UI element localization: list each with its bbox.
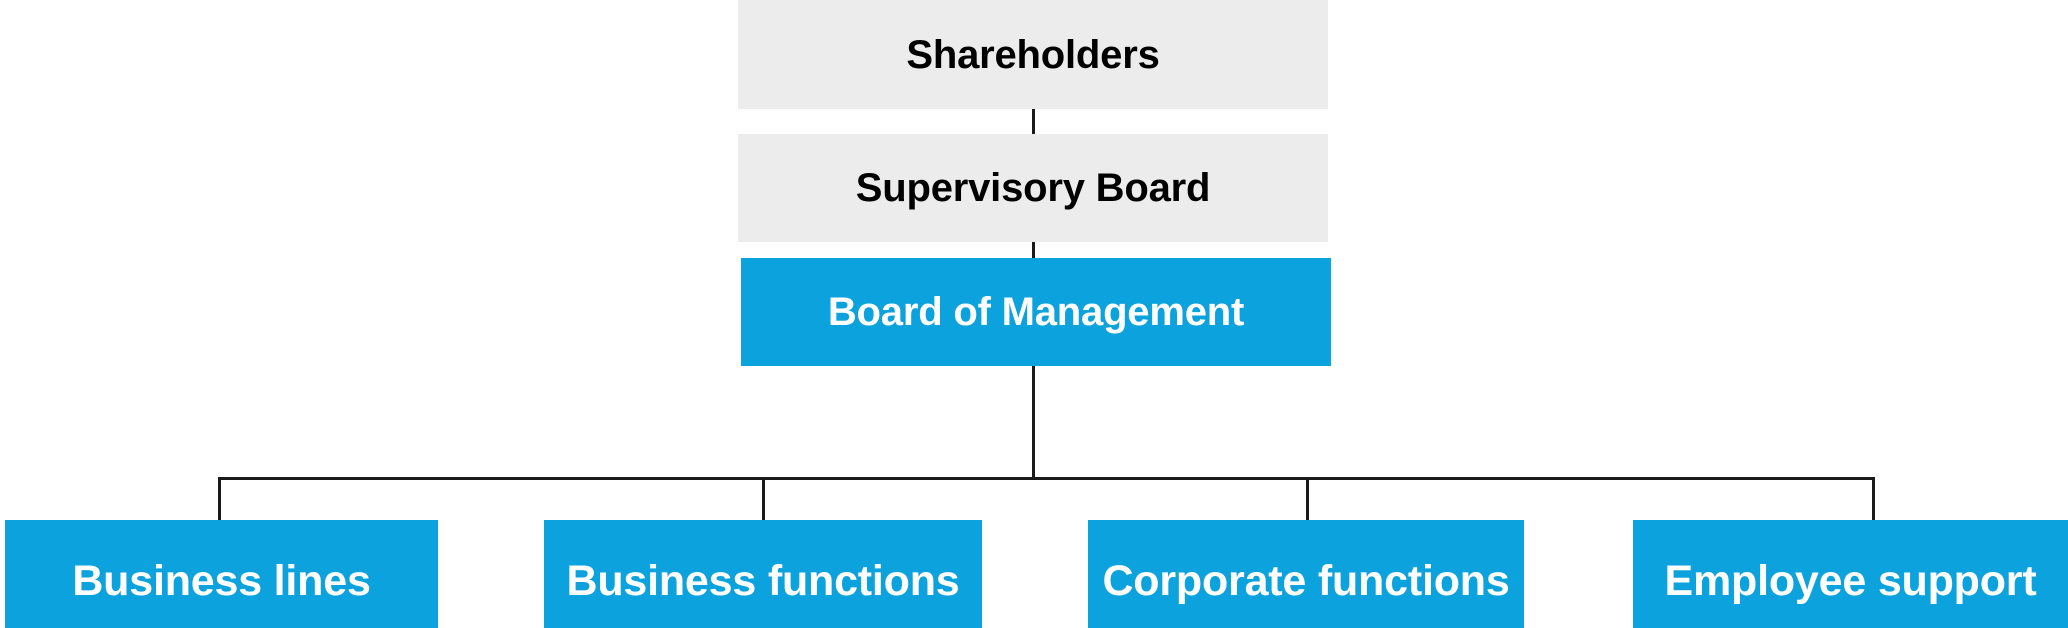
org-node-label-business-functions: Business functions: [566, 556, 960, 605]
connector-shareholders-to-supervisory-board: [1032, 109, 1035, 134]
connector-drop-business-lines: [218, 477, 221, 521]
connector-supervisory-board-to-board-of-management: [1032, 242, 1035, 258]
connector-drop-employee-support: [1872, 477, 1875, 521]
org-node-employee-support[interactable]: Employee support: [1633, 520, 2068, 628]
org-node-label-board-of-management: Board of Management: [827, 290, 1245, 334]
org-node-label-corporate-functions: Corporate functions: [1102, 556, 1510, 605]
org-node-label-shareholders: Shareholders: [906, 32, 1160, 77]
org-node-shareholders[interactable]: Shareholders: [738, 0, 1328, 109]
org-node-label-business-lines: Business lines: [72, 556, 371, 605]
org-node-business-lines[interactable]: Business lines: [5, 520, 438, 628]
connector-board-of-management-trunk: [1032, 366, 1035, 479]
connector-drop-business-functions: [762, 477, 765, 521]
org-node-corporate-functions[interactable]: Corporate functions: [1088, 520, 1524, 628]
org-node-label-employee-support: Employee support: [1664, 556, 2037, 605]
connector-distribution-bar: [218, 477, 1874, 480]
org-node-board-of-management[interactable]: Board of Management: [741, 258, 1331, 366]
connector-drop-corporate-functions: [1306, 477, 1309, 521]
org-node-business-functions[interactable]: Business functions: [544, 520, 982, 628]
org-node-label-supervisory-board: Supervisory Board: [855, 166, 1211, 210]
org-node-supervisory-board[interactable]: Supervisory Board: [738, 134, 1328, 242]
